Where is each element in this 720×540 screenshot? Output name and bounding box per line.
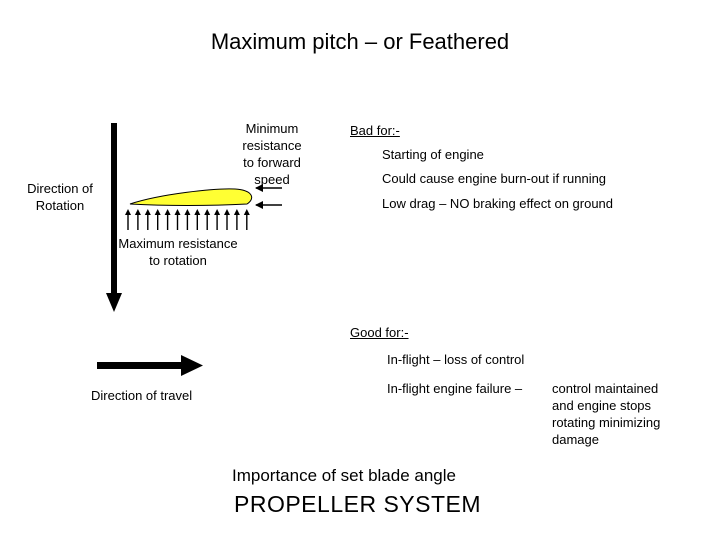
up-arrow xyxy=(174,209,181,230)
up-arrow xyxy=(214,209,221,230)
airfoil-blade xyxy=(129,188,253,206)
min-resistance-line: resistance xyxy=(242,138,302,153)
up-arrow xyxy=(224,209,230,230)
importance-heading: Importance of set blade angle xyxy=(232,466,456,485)
min-resistance-line: speed xyxy=(254,172,290,187)
min-resistance-label: Minimum resistance to forward speed xyxy=(228,120,316,188)
good-for-heading: Good for:- xyxy=(350,325,409,340)
good-for-detail-line: and engine stops xyxy=(552,398,652,413)
up-arrow xyxy=(144,209,151,230)
page-title: Maximum pitch – or Feathered xyxy=(210,29,510,54)
up-arrow xyxy=(154,209,161,230)
up-arrow xyxy=(184,209,191,230)
good-for-item-lead: In-flight engine failure – xyxy=(387,381,523,396)
travel-arrow xyxy=(97,355,203,376)
bad-for-item: Low drag – NO braking effect on ground xyxy=(382,196,614,211)
bad-for-item: Starting of engine xyxy=(382,147,484,162)
up-arrow xyxy=(164,209,171,230)
good-for-detail-line: rotating minimizing xyxy=(552,415,661,430)
good-for-detail-line: damage xyxy=(552,432,599,447)
rotation-label-line: Rotation xyxy=(35,198,85,213)
good-for-item: In-flight – loss of control xyxy=(387,352,525,367)
max-resistance-line: to rotation xyxy=(149,253,207,268)
up-arrow xyxy=(204,209,211,230)
propeller-system-heading: PROPELLER SYSTEM xyxy=(234,491,482,517)
up-arrow xyxy=(125,209,131,230)
rotation-resistance-arrows xyxy=(125,209,250,230)
max-resistance-label: Maximum resistance to rotation xyxy=(110,235,246,269)
up-arrow xyxy=(134,209,141,230)
up-arrow xyxy=(243,209,250,230)
max-resistance-line: Maximum resistance xyxy=(118,236,238,251)
rotation-label-line: Direction of xyxy=(27,181,93,196)
up-arrow xyxy=(194,209,201,230)
up-arrow xyxy=(233,209,240,230)
good-for-detail-line: control maintained xyxy=(552,381,659,396)
good-for-item-detail: control maintained and engine stops rota… xyxy=(552,380,660,448)
min-resistance-line: to forward xyxy=(243,155,301,170)
bad-for-heading: Bad for:- xyxy=(350,123,400,138)
direction-of-rotation-label: Direction of Rotation xyxy=(14,180,106,214)
bad-for-item: Could cause engine burn-out if running xyxy=(382,171,607,186)
direction-of-travel-label: Direction of travel xyxy=(91,388,193,403)
forward-speed-arrows xyxy=(255,184,282,209)
min-resistance-line: Minimum xyxy=(245,121,299,136)
rotation-arrow xyxy=(106,123,122,312)
